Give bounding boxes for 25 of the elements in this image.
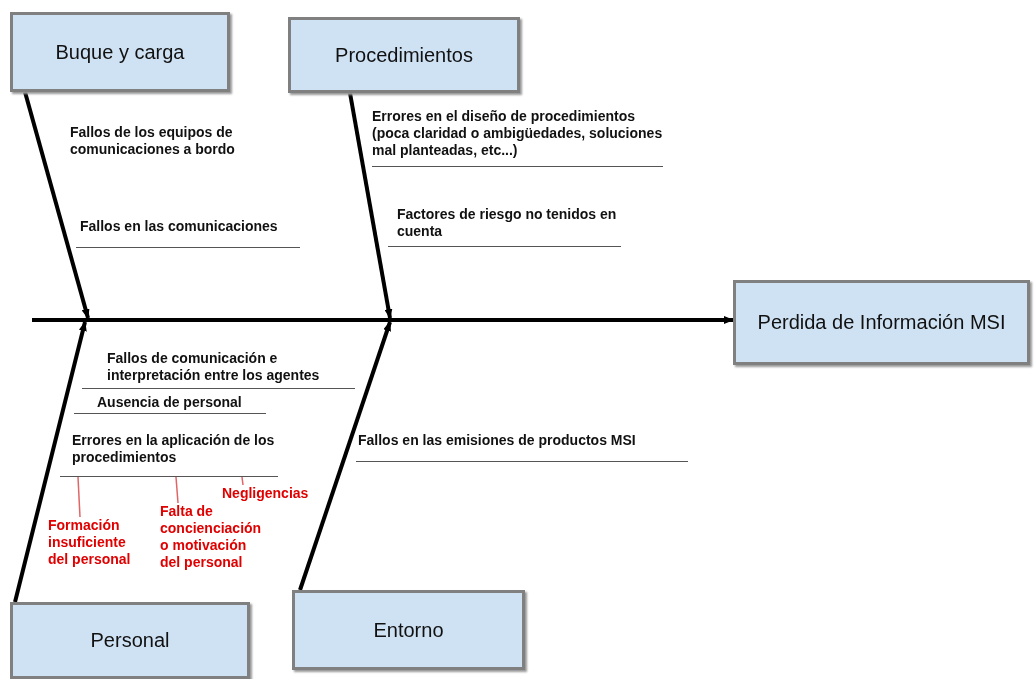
spine-bar xyxy=(32,318,712,322)
category-box: Entorno xyxy=(292,590,525,670)
cause-text: Fallos de comunicación e interpretación entre los agentes xyxy=(82,350,355,389)
category-box: Procedimientos xyxy=(288,17,520,93)
cause-text: Fallos en las emisiones de productos MSI xyxy=(356,432,688,462)
leader-line xyxy=(77,476,81,518)
sub-cause-text: Falta de concienciación o motivación del personal xyxy=(160,503,270,575)
cause-text: Fallos de los equipos de comunicaciones a bordo xyxy=(70,124,270,160)
bone-arrow xyxy=(298,321,392,591)
leader-line xyxy=(241,476,244,486)
category-box: Perdida de Información MSI xyxy=(733,280,1030,365)
leader-line xyxy=(175,476,179,504)
cause-text: Ausencia de personal xyxy=(74,394,266,414)
bone-arrow xyxy=(348,92,393,319)
category-box: Personal xyxy=(10,602,250,679)
bone-arrow xyxy=(23,91,90,319)
spine-arrow xyxy=(712,316,734,324)
cause-text: Errores en la aplicación de los procedimientos xyxy=(60,432,278,477)
cause-text: Errores en el diseño de procedimientos (poca claridad o ambigüedades, soluciones mal planteadas, etc...) xyxy=(372,108,663,167)
bone-arrow xyxy=(13,321,87,603)
sub-cause-text: Negligencias xyxy=(222,485,322,503)
cause-text: Factores de riesgo no tenidos en cuenta xyxy=(388,206,621,247)
category-box: Buque y carga xyxy=(10,12,230,92)
cause-text: Fallos en las comunicaciones xyxy=(76,218,300,248)
sub-cause-text: Formación insuficiente del personal xyxy=(48,517,138,589)
